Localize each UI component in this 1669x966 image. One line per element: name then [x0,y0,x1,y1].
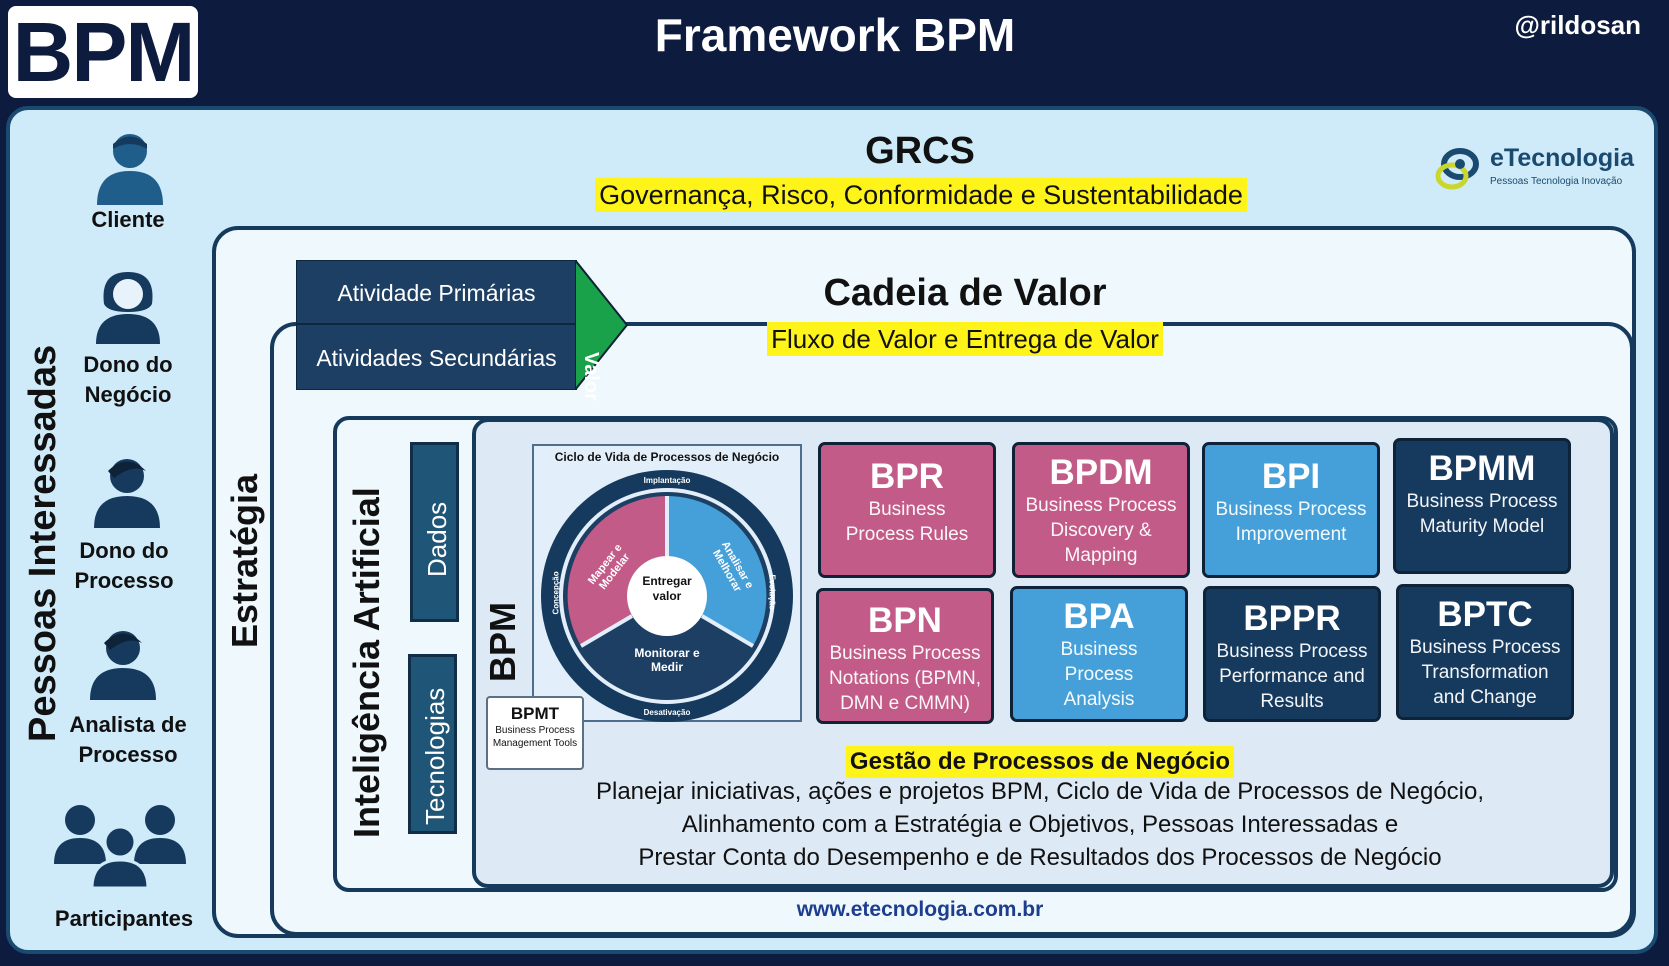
ring-label-evolucao: Evolução [767,574,777,611]
card-bpa-desc: Business Process Analysis [1060,639,1138,710]
persona-participantes: Participantes [54,906,194,931]
bpm-label: BPM [482,602,523,682]
card-bpdm-desc: Business Process Discovery & Mapping [1025,495,1177,566]
persona-analista-processo-label: Analista de Processo [69,712,187,767]
etecnologia-tagline: Pessoas Tecnologia Inovação [1490,176,1623,187]
cliente-icon [97,134,163,205]
card-bpmm-abbr: BPMM [1428,449,1536,488]
etecnologia-logo: eTecnologia Pessoas Tecnologia Inovação [1430,140,1640,198]
lifecycle-title: Ciclo de Vida de Processos de Negócio [554,450,780,464]
gestao-title: Gestão de Processos de Negócio [845,746,1235,778]
gestao-line-1: Planejar iniciativas, ações e projetos B… [595,778,1485,805]
persona-dono-negocio-label: Dono do Negócio [83,352,173,407]
card-bpa-abbr: BPA [1063,597,1135,636]
persona-dono-processo-label: Dono do Processo [74,538,174,593]
ring-label-concepcao: Concepção [551,571,561,615]
tecnologias-label: Tecnologias [420,687,450,825]
lifecycle-center: Entregar valor [637,574,697,604]
card-bpn: BPN Business Process Notations (BPMN, DM… [816,588,994,724]
persona-cliente: Cliente [91,207,165,232]
analista-processo-icon [90,631,156,700]
bpmt-title: BPMT [510,704,560,723]
value-chain-subtitle: Fluxo de Valor e Entrega de Valor [767,322,1163,356]
valor-arrow [575,260,629,390]
card-bptc-abbr: BPTC [1437,595,1533,634]
bpm-logo-text: BPM [12,5,196,99]
card-bppr: BPPR Business Process Performance and Re… [1203,586,1381,722]
card-bpmm-desc: Business Process Maturity Model [1406,491,1558,537]
lifecycle-wheel [541,470,793,722]
card-bpi: BPI Business Process Improvement [1202,442,1380,578]
author-handle: @rildosan [1514,10,1641,40]
card-bppr-abbr: BPPR [1243,599,1341,638]
card-bpr-abbr: BPR [870,457,944,496]
grcs-subtitle-wrap: Governança, Risco, Conformidade e Susten… [586,178,1256,214]
card-bpn-abbr: BPN [868,601,942,640]
ai-label: Inteligência Artificial [346,487,387,838]
grcs-subtitle: Governança, Risco, Conformidade e Susten… [595,178,1247,212]
dados-label: Dados [422,501,452,577]
card-bpdm: BPDM Business Process Discovery & Mappin… [1012,442,1190,578]
card-bpa: BPA Business Process Analysis [1010,586,1188,722]
etecnologia-name: eTecnologia [1490,144,1635,172]
valor-label: Valor [580,352,602,401]
persona-dono-negocio: Dono do Negócio [38,350,218,410]
bpmt-box: BPMT Business Process Management Tools [486,696,584,770]
ring-label-implantacao: Implantação [643,476,691,485]
primary-activities-box: Atividade Primárias [296,260,577,324]
card-bpr: BPR Business Process Rules [818,442,996,578]
secondary-activities-box: Atividades Secundárias [296,324,577,390]
card-bptc-desc: Business Process Transformation and Chan… [1409,637,1561,708]
lifecycle-diagram: Ciclo de Vida de Processos de Negócio En… [532,444,802,722]
persona-analista-processo: Analista de Processo [38,710,218,770]
persona-dono-processo: Dono do Processo [34,536,214,596]
value-chain-subtitle-wrap: Fluxo de Valor e Entrega de Valor [720,322,1210,356]
tecnologias-box: Tecnologias [408,654,457,834]
card-bpi-desc: Business Process Improvement [1215,499,1367,545]
value-chain-title: Cadeia de Valor [823,272,1107,314]
ring-label-desativacao: Desativação [643,708,691,717]
bpmt-description: Business Process Management Tools [492,725,578,749]
card-bppr-desc: Business Process Performance and Results [1216,641,1368,712]
card-bpn-desc: Business Process Notations (BPMN, DMN e … [828,643,982,714]
card-bptc: BPTC Business Process Transformation and… [1396,584,1574,720]
website-link[interactable]: www.etecnologia.com.br [796,898,1044,921]
grcs-title: GRCS [865,130,975,172]
card-bpr-desc: Business Process Rules [845,499,969,545]
strategy-label: Estratégia [224,473,265,648]
gestao-line-3: Prestar Conta do Desempenho e de Resulta… [638,844,1442,871]
gestao-line-2: Alinhamento com a Estratégia e Objetivos… [681,811,1399,838]
bpm-logo: BPM [8,6,198,98]
dono-negocio-icon [96,272,160,344]
dono-processo-icon [94,459,160,528]
gestao-title-wrap: Gestão de Processos de Negócio [560,746,1520,778]
page-title: Framework BPM [654,9,1016,61]
dados-box: Dados [410,442,459,622]
etecnologia-logo-icon [1435,148,1479,190]
lifecycle-segment-monitor: Monitorar e Medir [634,646,700,674]
lifecycle-center-label: Entregar valor [642,574,692,603]
card-bpi-abbr: BPI [1261,457,1321,496]
card-bpmm: BPMM Business Process Maturity Model [1393,438,1571,574]
card-bpdm-abbr: BPDM [1049,453,1153,492]
participantes-icon [54,805,186,888]
